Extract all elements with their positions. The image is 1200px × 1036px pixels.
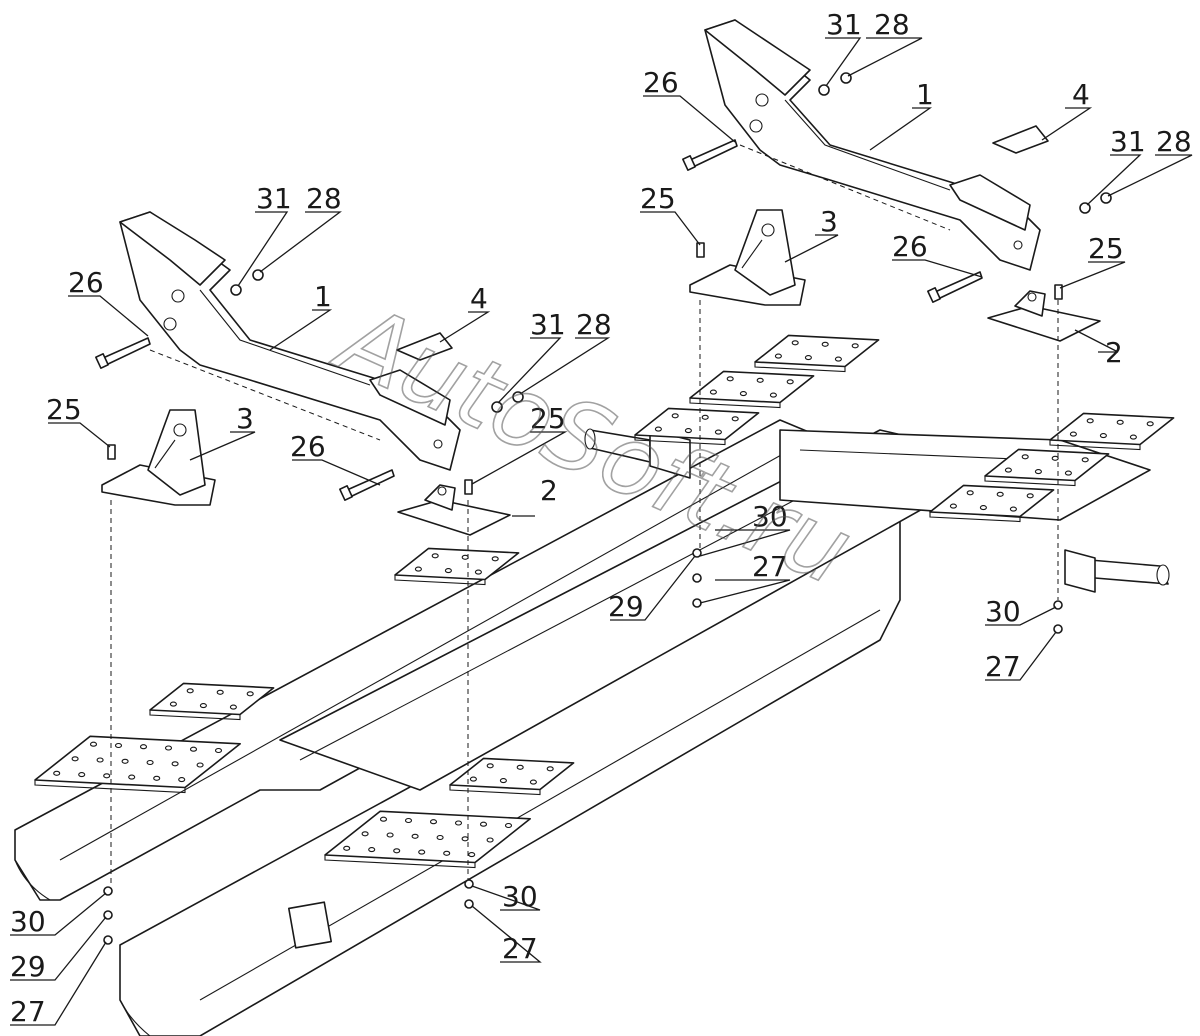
perforated-plate [1049,412,1175,451]
bracket-right [689,209,806,306]
axle-stub-right [1064,549,1170,593]
callout-26: 26 [892,230,928,263]
callout-27: 27 [985,650,1021,683]
callout-30: 30 [10,905,46,938]
callout-26: 26 [643,66,679,99]
clip-left [396,332,453,361]
bolt-26-c [682,139,738,171]
callout-31: 31 [530,308,566,341]
pivot-plate-right [987,290,1101,342]
callout-30: 30 [985,595,1021,628]
callout-31: 31 [256,182,292,215]
callout-25: 25 [46,393,82,426]
callout-leaders [10,37,1193,1026]
callout-26: 26 [68,266,104,299]
alignment-lines [110,144,1059,885]
callout-25: 25 [530,402,566,435]
callout-30: 30 [502,880,538,913]
callout-28: 28 [1156,125,1192,158]
callout-2: 2 [540,474,558,507]
callout-4: 4 [1072,78,1090,111]
callout-27: 27 [502,932,538,965]
callout-28: 28 [576,308,612,341]
pivot-plate-left [397,484,511,536]
clip-right [992,125,1049,154]
callout-4: 4 [470,282,488,315]
callout-25: 25 [640,182,676,215]
bolt-26-d [927,271,983,303]
callout-30: 30 [752,500,788,533]
perforated-plate [324,810,531,869]
callout-31: 31 [1110,125,1146,158]
callout-28: 28 [306,182,342,215]
callout-3: 3 [820,205,838,238]
console-left [119,211,461,471]
callout-3: 3 [236,402,254,435]
perforated-plate [449,757,575,796]
callout-25: 25 [1088,232,1124,265]
callout-29: 29 [608,590,644,623]
callout-2: 2 [1105,336,1123,369]
perforated-plate [984,448,1110,487]
mounting-plates [34,334,1175,869]
perforated-plate [34,735,241,794]
console-right [704,19,1041,271]
callout-labels: 31 28 26 1 4 31 28 25 3 26 25 2 31 28 26… [10,8,1192,1028]
perforated-plate [754,334,880,373]
callout-29: 29 [10,950,46,983]
callout-27: 27 [10,995,46,1028]
callout-26: 26 [290,430,326,463]
perforated-plate [689,370,815,409]
callout-31: 31 [826,8,862,41]
bolt-26-a [95,337,151,369]
callout-1: 1 [916,78,934,111]
callout-28: 28 [874,8,910,41]
bracket-left [101,409,216,506]
perforated-plate [394,547,520,586]
perforated-plate [929,484,1055,523]
callout-27: 27 [752,550,788,583]
fasteners [103,72,1112,945]
bolt-26-b [339,469,395,501]
perforated-plate [634,407,760,446]
perforated-plate [149,682,275,721]
callout-1: 1 [314,280,332,313]
